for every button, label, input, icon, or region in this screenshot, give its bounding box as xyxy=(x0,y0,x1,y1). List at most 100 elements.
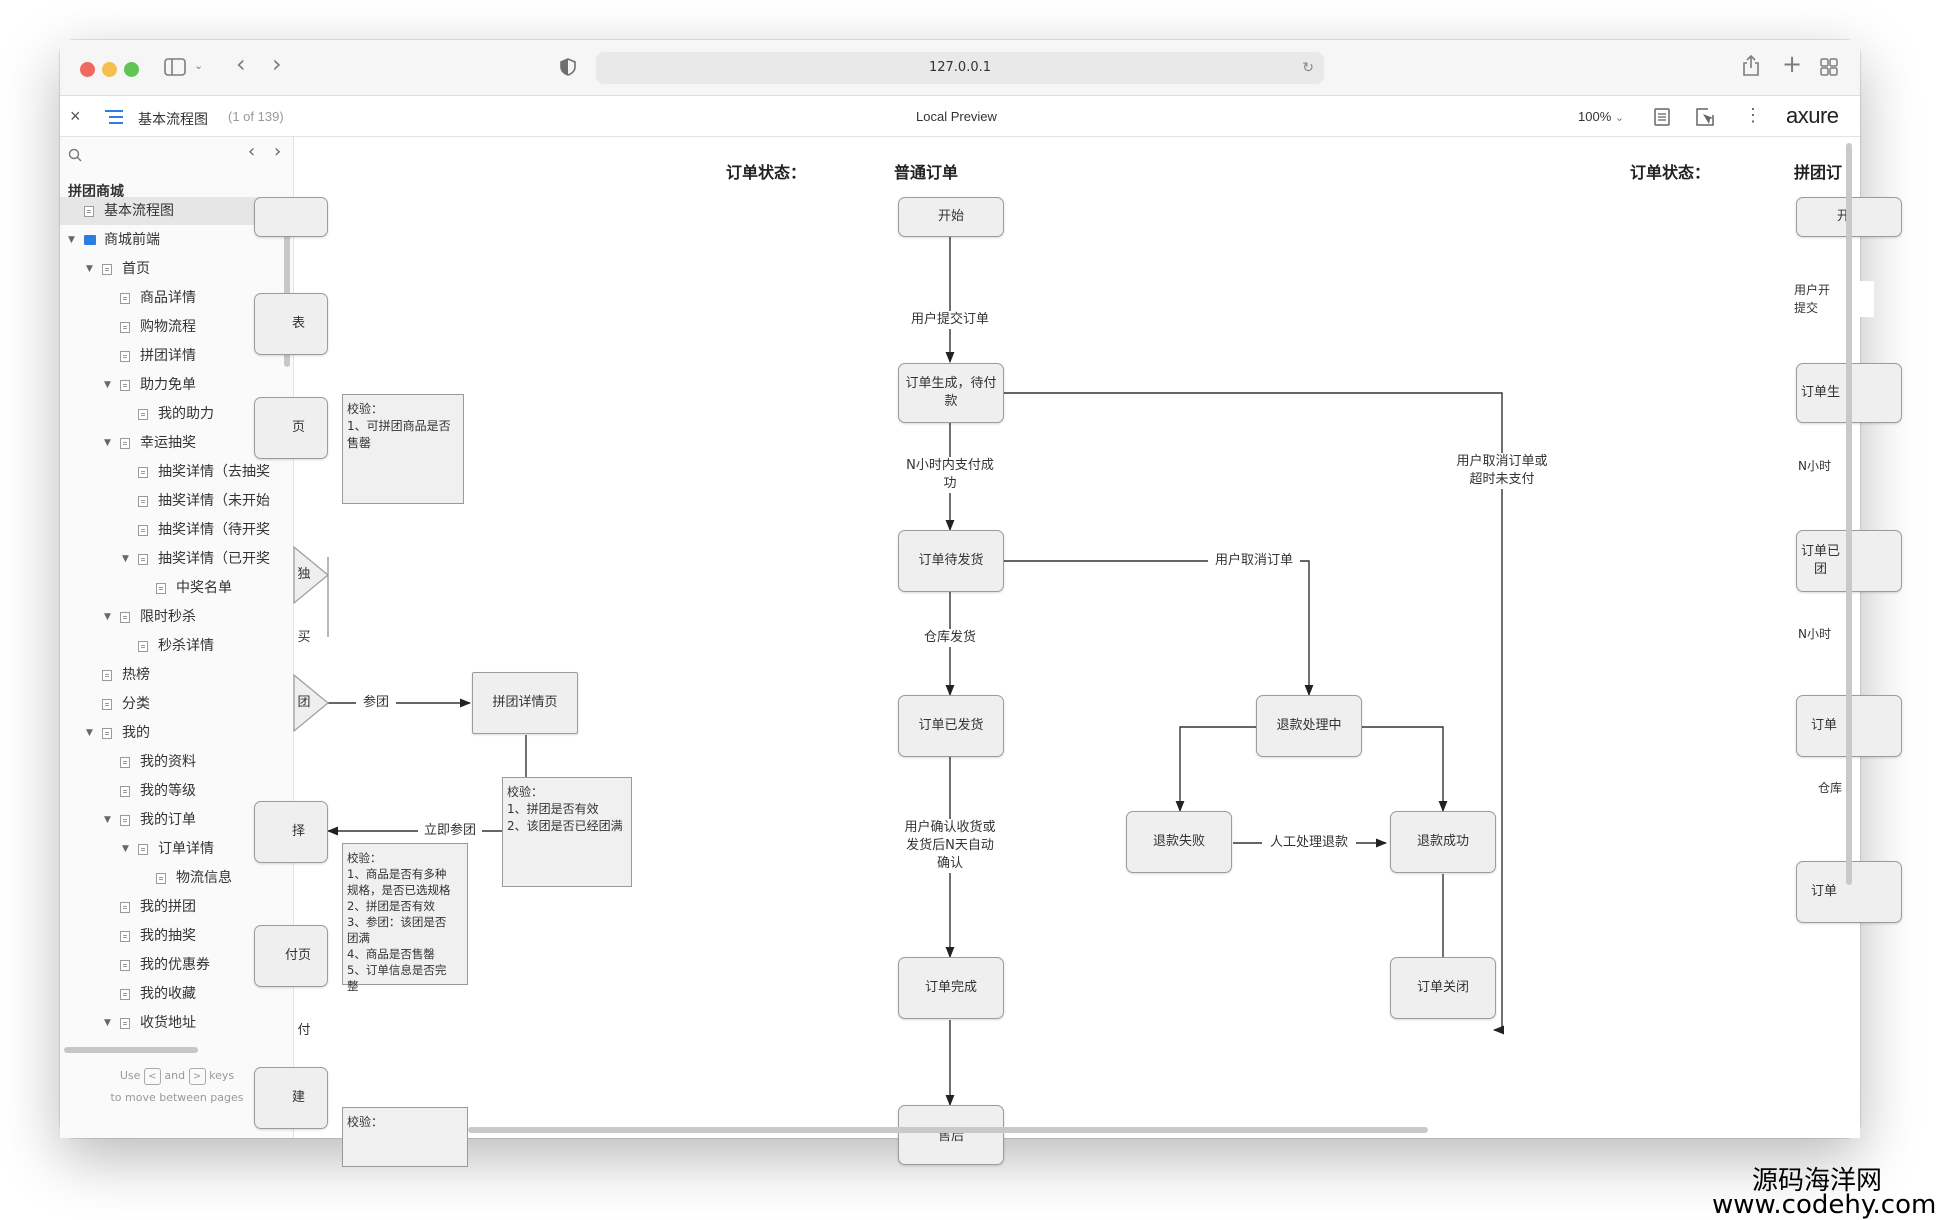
inspect-icon[interactable] xyxy=(1696,108,1714,131)
sitemap-item[interactable]: 我的等级 xyxy=(60,777,286,805)
zoom-window-button[interactable] xyxy=(124,62,139,77)
node-left-partial[interactable]: 付页 xyxy=(254,925,328,987)
sitemap-item[interactable]: 我的优惠券 xyxy=(60,951,286,979)
sitemap-item-label: 秒杀详情 xyxy=(158,638,214,654)
sitemap-item[interactable]: 购物流程 xyxy=(60,313,286,341)
node-left-partial[interactable]: 表 xyxy=(254,293,328,355)
sitemap-item[interactable]: ▼ 收货地址 xyxy=(60,1009,286,1037)
sitemap-item[interactable]: ▼抽奖详情（已开奖 xyxy=(60,545,286,573)
note-check-group: 校验： 1、拼团是否有效 2、该团是否已经团满 xyxy=(502,777,632,887)
share-icon[interactable] xyxy=(1742,54,1760,80)
tab-overview-icon[interactable] xyxy=(1820,58,1838,79)
sitemap-item[interactable]: 基本流程图 xyxy=(60,197,286,225)
page-icon xyxy=(120,612,130,623)
caret-down-icon[interactable]: ▼ xyxy=(104,1018,111,1028)
sitemap-item-label: 我的等级 xyxy=(140,783,196,799)
close-window-button[interactable] xyxy=(80,62,95,77)
sitemap-item[interactable]: 物流信息 xyxy=(60,864,286,892)
sitemap-item-label: 我的 xyxy=(122,725,150,741)
node-refund-success[interactable]: 退款成功 xyxy=(1390,811,1496,873)
search-icon[interactable] xyxy=(68,147,82,166)
sidebar-toggle-icon[interactable] xyxy=(164,57,186,80)
sitemap-item-label: 首页 xyxy=(122,261,150,277)
node-refunding[interactable]: 退款处理中 xyxy=(1256,695,1362,757)
sitemap-item[interactable]: 我的资料 xyxy=(60,748,286,776)
caret-down-icon[interactable]: ▼ xyxy=(86,264,93,274)
sitemap-item[interactable]: 热榜 xyxy=(60,661,286,689)
left-key-icon: < xyxy=(143,1067,161,1085)
page-icon xyxy=(138,844,148,855)
decision-shape-partial xyxy=(293,545,329,605)
node-left-partial[interactable]: 建 xyxy=(254,1067,328,1129)
sitemap-item[interactable]: 分类 xyxy=(60,690,286,718)
sitemap-item[interactable]: ▼限时秒杀 xyxy=(60,603,286,631)
node-group-detail[interactable]: 拼团详情页 xyxy=(472,672,578,734)
forward-icon[interactable]: › xyxy=(272,50,282,78)
caret-down-icon[interactable]: ▼ xyxy=(86,728,93,738)
node-left-partial[interactable]: 页 xyxy=(254,397,328,459)
sitemap-item[interactable]: ▼ 我的 xyxy=(60,719,286,747)
sidebar-horizontal-scrollbar[interactable] xyxy=(64,1047,198,1053)
node-refund-fail[interactable]: 退款失败 xyxy=(1126,811,1232,873)
chevron-down-icon[interactable]: ⌄ xyxy=(194,59,204,72)
new-tab-icon[interactable]: + xyxy=(1782,50,1803,78)
page-icon xyxy=(120,815,130,826)
note-check-sellable: 校验： 1、可拼团商品是否 售罄 xyxy=(342,394,464,504)
sitemap-item-label: 收货地址 xyxy=(140,1015,196,1031)
next-page-icon[interactable]: › xyxy=(274,141,282,162)
node-shipped[interactable]: 订单已发货 xyxy=(898,695,1004,757)
canvas-vertical-scrollbar[interactable] xyxy=(1846,143,1852,885)
zoom-selector[interactable]: 100% ⌄ xyxy=(1578,109,1624,124)
node-pending-ship[interactable]: 订单待发货 xyxy=(898,530,1004,592)
back-icon[interactable]: ‹ xyxy=(236,50,246,78)
sitemap-item[interactable]: 秒杀详情 xyxy=(60,632,286,660)
notes-icon[interactable] xyxy=(1654,108,1670,131)
caret-down-icon[interactable]: ▼ xyxy=(104,612,111,622)
sitemap-item[interactable]: 抽奖详情（待开奖 xyxy=(60,516,286,544)
sitemap-item[interactable]: ▼助力免单 xyxy=(60,371,286,399)
sidebar-vertical-scrollbar[interactable] xyxy=(284,207,290,367)
caret-down-icon[interactable]: ▼ xyxy=(68,235,75,245)
edge-pending-refunding xyxy=(1003,560,1314,697)
sitemap-item[interactable]: 我的拼团 xyxy=(60,893,286,921)
address-bar[interactable]: 127.0.0.1 ↻ xyxy=(596,52,1324,84)
node-start[interactable]: 开始 xyxy=(898,197,1004,237)
caret-down-icon[interactable]: ▼ xyxy=(104,438,111,448)
minimize-window-button[interactable] xyxy=(102,62,117,77)
close-sitemap-icon[interactable]: × xyxy=(70,106,81,126)
sitemap-item[interactable]: ▼商城前端 xyxy=(60,226,286,254)
sitemap-item[interactable]: 我的抽奖 xyxy=(60,922,286,950)
caret-down-icon[interactable]: ▼ xyxy=(104,380,111,390)
node-after-sale[interactable]: 售后 xyxy=(898,1105,1004,1165)
sitemap-item[interactable]: ▼我的订单 xyxy=(60,806,286,834)
sitemap-item[interactable]: ▼ 首页 xyxy=(60,255,286,283)
sitemap-item[interactable]: ▼幸运抽奖 xyxy=(60,429,286,457)
shield-icon[interactable] xyxy=(560,58,576,79)
canvas-horizontal-scrollbar[interactable] xyxy=(468,1127,1428,1133)
label-right-partial: N小时 xyxy=(1798,625,1858,643)
edge-refunding-fail xyxy=(1175,726,1256,813)
more-options-icon[interactable]: ⋮ xyxy=(1744,105,1762,125)
sitemap-item[interactable]: 商品详情 xyxy=(60,284,286,312)
node-left-partial[interactable] xyxy=(254,197,328,237)
previous-page-icon[interactable]: ‹ xyxy=(248,141,256,162)
sitemap-item[interactable]: 抽奖详情（去抽奖 xyxy=(60,458,286,486)
sitemap-item[interactable]: ▼订单详情 xyxy=(60,835,286,863)
node-order-closed[interactable]: 订单关闭 xyxy=(1390,957,1496,1019)
caret-down-icon[interactable]: ▼ xyxy=(122,844,129,854)
sitemap-item[interactable]: 中奖名单 xyxy=(60,574,286,602)
node-order-created[interactable]: 订单生成，待付 款 xyxy=(898,363,1004,423)
node-left-partial[interactable]: 择 xyxy=(254,801,328,863)
sitemap-item[interactable]: 拼团详情 xyxy=(60,342,286,370)
page-icon xyxy=(138,496,148,507)
sitemap-item[interactable]: 抽奖详情（未开始 xyxy=(60,487,286,515)
current-page-title: 基本流程图 xyxy=(138,112,208,128)
sitemap-item-label: 我的抽奖 xyxy=(140,928,196,944)
sitemap-item[interactable]: 我的收藏 xyxy=(60,980,286,1008)
caret-down-icon[interactable]: ▼ xyxy=(104,815,111,825)
reload-icon[interactable]: ↻ xyxy=(1302,60,1314,76)
sitemap-item[interactable]: 我的助力 xyxy=(60,400,286,428)
node-completed[interactable]: 订单完成 xyxy=(898,957,1004,1019)
sitemap-menu-icon[interactable] xyxy=(104,108,124,131)
caret-down-icon[interactable]: ▼ xyxy=(122,554,129,564)
